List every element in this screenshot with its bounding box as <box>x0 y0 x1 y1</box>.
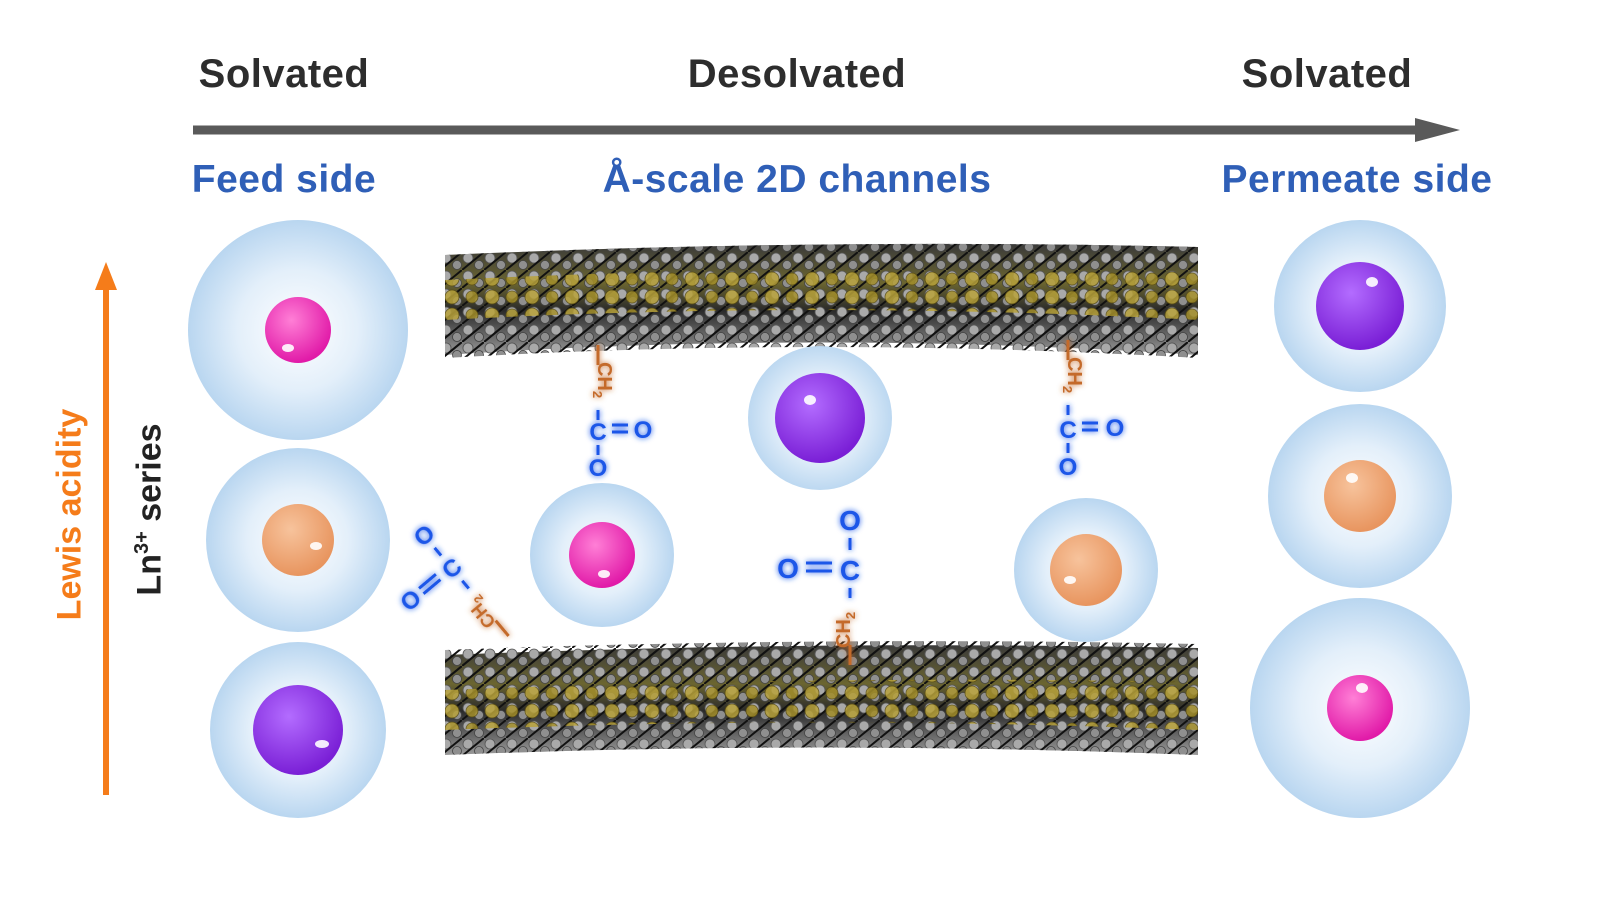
permeate-ion-peach <box>1268 404 1452 588</box>
tether-4-ch: CH <box>468 599 500 632</box>
tether-4-carbon: C <box>437 553 468 585</box>
feed-ion-peach <box>206 448 390 632</box>
region-label-feed-side: Feed side <box>191 158 377 201</box>
tether-1-carbon: C <box>589 419 606 446</box>
stage-label-desolvated: Desolvated <box>687 52 907 96</box>
tether-3-ch: CH <box>833 619 855 648</box>
region-label-channels: Å-scale 2D channels <box>602 158 992 201</box>
channel-ion-peach <box>1014 498 1158 642</box>
carboxyl-tether-1: CH2 C O O <box>589 345 653 482</box>
tether-2-oxygen-double: O <box>1106 415 1125 442</box>
tether-4-oxygen-double: O <box>395 584 427 617</box>
feed-ion-purple <box>210 642 386 818</box>
svg-text:CH2: CH2 <box>1060 357 1085 393</box>
channel-ion-magenta <box>530 483 674 627</box>
tether-3-carbon: C <box>840 555 860 586</box>
tether-3-oxygen-single: O <box>839 505 861 536</box>
tether-2-sub: 2 <box>1060 386 1075 393</box>
svg-text:CH2: CH2 <box>590 362 615 398</box>
tether-3-sub: 2 <box>843 612 858 619</box>
permeate-ion-magenta <box>1250 598 1470 818</box>
carboxyl-tether-2: CH2 C O O <box>1059 340 1125 481</box>
stage-label-solvated-permeate: Solvated <box>1241 52 1413 96</box>
region-label-permeate-side: Permeate side <box>1221 158 1493 201</box>
tether-1-ch: CH <box>593 362 615 391</box>
permeate-ion-purple <box>1274 220 1446 392</box>
stage-label-solvated-feed: Solvated <box>198 52 370 96</box>
tether-2-ch: CH <box>1063 357 1085 386</box>
feed-ion-magenta <box>188 220 408 440</box>
tether-2-carbon: C <box>1059 417 1076 444</box>
bottom-2d-sheet <box>445 641 1198 755</box>
svg-text:CH2: CH2 <box>463 591 503 632</box>
tether-1-oxygen-double: O <box>634 417 653 444</box>
top-2d-sheet <box>445 243 1198 358</box>
channel-ion-purple-desolvated <box>748 346 892 490</box>
tether-3-oxygen-double: O <box>777 553 799 584</box>
tether-1-oxygen-single: O <box>589 455 608 482</box>
svg-text:CH2: CH2 <box>833 612 858 648</box>
carboxyl-tether-3: CH2 C O O <box>777 505 861 665</box>
tether-2-oxygen-single: O <box>1059 454 1078 481</box>
lewis-acidity-arrow <box>95 262 117 795</box>
process-direction-arrow <box>193 118 1460 142</box>
tether-1-sub: 2 <box>590 391 605 398</box>
